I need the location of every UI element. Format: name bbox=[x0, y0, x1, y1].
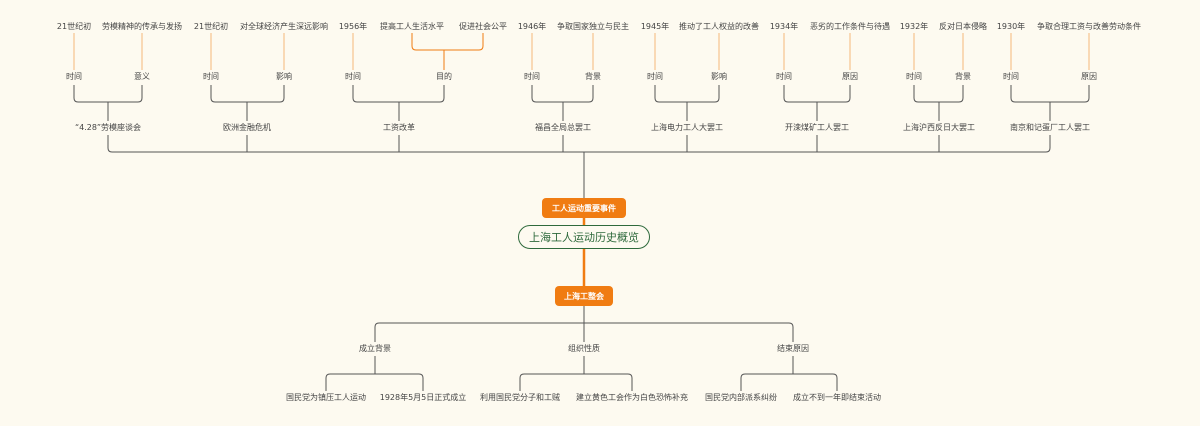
aspect-label[interactable]: 时间 bbox=[524, 72, 540, 81]
aspect-label[interactable]: 目的 bbox=[436, 72, 452, 81]
aspect-label[interactable]: 时间 bbox=[345, 72, 361, 81]
event-node[interactable]: “4.28”劳模座谈会 bbox=[74, 123, 142, 132]
detail-leaf[interactable]: 提高工人生活水平 bbox=[380, 22, 444, 31]
detail-leaf[interactable]: 21世纪初 bbox=[56, 22, 92, 31]
event-node[interactable]: 福昌全局总罢工 bbox=[535, 123, 591, 132]
union-topic[interactable]: 成立背景 bbox=[359, 344, 391, 353]
union-leaf-bracket bbox=[325, 373, 424, 391]
aspect-bracket bbox=[913, 85, 964, 103]
event-node[interactable]: 开滦煤矿工人罢工 bbox=[785, 123, 849, 132]
detail-leaf[interactable]: 1945年 bbox=[640, 22, 670, 31]
aspect-bracket bbox=[1010, 85, 1090, 103]
detail-leaf[interactable]: 争取合理工资与改善劳动条件 bbox=[1037, 22, 1141, 31]
aspect-label[interactable]: 影响 bbox=[711, 72, 727, 81]
aspect-label[interactable]: 时间 bbox=[776, 72, 792, 81]
aspect-bracket bbox=[210, 85, 285, 103]
union-leaf-bracket bbox=[519, 373, 633, 391]
aspect-label[interactable]: 原因 bbox=[1081, 72, 1097, 81]
detail-leaf[interactable]: 对全球经济产生深远影响 bbox=[240, 22, 328, 31]
aspect-bracket bbox=[783, 85, 851, 103]
event-node[interactable]: 南京和记蛋厂工人罢工 bbox=[1010, 123, 1090, 132]
union-leaf-bracket bbox=[740, 373, 838, 391]
aspect-label[interactable]: 原因 bbox=[842, 72, 858, 81]
event-node[interactable]: 上海沪西反日大罢工 bbox=[903, 123, 975, 132]
aspect-bracket bbox=[654, 85, 720, 103]
aspect-label[interactable]: 时间 bbox=[906, 72, 922, 81]
aspect-label[interactable]: 意义 bbox=[134, 72, 150, 81]
union-topic[interactable]: 组织性质 bbox=[568, 344, 600, 353]
union-leaf[interactable]: 利用国民党分子和工贼 bbox=[480, 393, 560, 402]
root-topic[interactable]: 上海工人运动历史概览 bbox=[518, 225, 650, 249]
event-node[interactable]: 欧洲金融危机 bbox=[223, 123, 271, 132]
aspect-label[interactable]: 影响 bbox=[276, 72, 292, 81]
union-topic[interactable]: 结束原因 bbox=[777, 344, 809, 353]
detail-leaf[interactable]: 推动了工人权益的改善 bbox=[679, 22, 759, 31]
events-bracket bbox=[107, 135, 1051, 153]
detail-leaf[interactable]: 1946年 bbox=[517, 22, 547, 31]
aspect-bracket bbox=[73, 85, 143, 103]
aspect-bracket bbox=[352, 85, 445, 103]
detail-leaf[interactable]: 劳模精神的传承与发扬 bbox=[102, 22, 182, 31]
leaf-bracket bbox=[411, 33, 484, 51]
union-leaf[interactable]: 1928年5月5日正式成立 bbox=[379, 393, 467, 402]
detail-leaf[interactable]: 恶劣的工作条件与待遇 bbox=[810, 22, 890, 31]
aspect-label[interactable]: 背景 bbox=[585, 72, 601, 81]
aspect-label[interactable]: 背景 bbox=[955, 72, 971, 81]
events-branch-topic[interactable]: 工人运动重要事件 bbox=[542, 198, 626, 218]
event-node[interactable]: 工资改革 bbox=[383, 123, 415, 132]
union-leaf[interactable]: 成立不到一年即结束活动 bbox=[793, 393, 881, 402]
aspect-label[interactable]: 时间 bbox=[1003, 72, 1019, 81]
aspect-label[interactable]: 时间 bbox=[647, 72, 663, 81]
detail-leaf[interactable]: 促进社会公平 bbox=[459, 22, 507, 31]
union-leaf[interactable]: 国民党内部派系纠纷 bbox=[705, 393, 777, 402]
detail-leaf[interactable]: 反对日本侵略 bbox=[939, 22, 987, 31]
detail-leaf[interactable]: 1934年 bbox=[769, 22, 799, 31]
detail-leaf[interactable]: 1932年 bbox=[899, 22, 929, 31]
aspect-label[interactable]: 时间 bbox=[203, 72, 219, 81]
detail-leaf[interactable]: 1930年 bbox=[996, 22, 1026, 31]
union-leaf[interactable]: 建立黄色工会作为白色恐怖补充 bbox=[576, 393, 688, 402]
union-branch-topic[interactable]: 上海工整会 bbox=[555, 286, 613, 306]
event-node[interactable]: 上海电力工人大罢工 bbox=[651, 123, 723, 132]
detail-leaf[interactable]: 21世纪初 bbox=[193, 22, 229, 31]
aspect-label[interactable]: 时间 bbox=[66, 72, 82, 81]
union-leaf[interactable]: 国民党为镇压工人运动 bbox=[286, 393, 366, 402]
aspect-bracket bbox=[531, 85, 594, 103]
detail-leaf[interactable]: 争取国家独立与民主 bbox=[557, 22, 629, 31]
detail-leaf[interactable]: 1956年 bbox=[338, 22, 368, 31]
